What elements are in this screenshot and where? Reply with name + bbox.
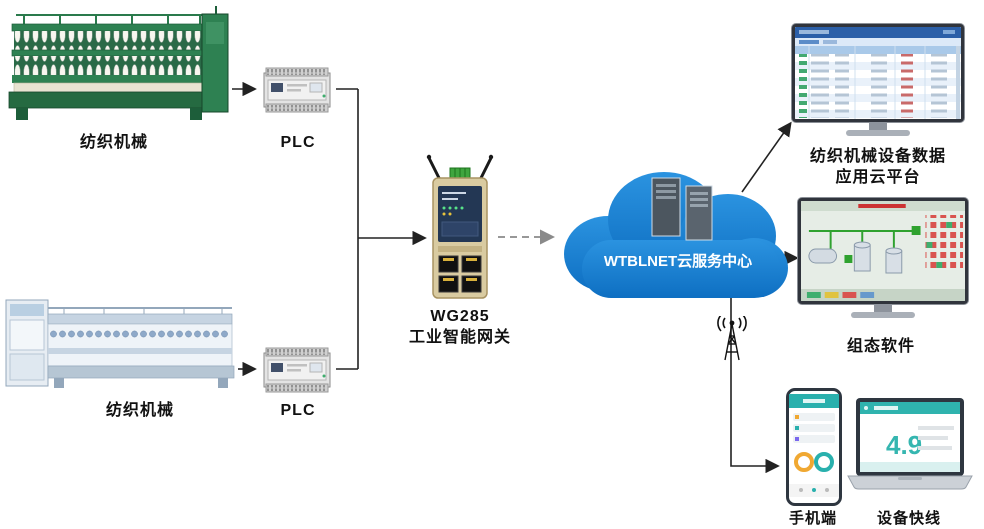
scada-horizontal-tank [808, 248, 838, 264]
cloud-service-center: WTBLNET云服务中心 [556, 148, 796, 321]
plc-bottom-label: PLC [280, 402, 316, 419]
laptop-illustration: 4.9 [847, 398, 973, 490]
scada-screen-content [801, 201, 965, 301]
machine-top-label: 纺织机械 [79, 134, 148, 151]
laptop-device: 4.9 [846, 398, 974, 495]
monitor-stand-neck [874, 304, 892, 312]
laptop-screen-number: 4.9 [886, 430, 922, 460]
machine-top-posts [63, 308, 223, 314]
wireless-antenna-icon [712, 314, 752, 367]
textile-machine-bottom-illustration [5, 299, 235, 388]
gateway-device [420, 152, 500, 309]
cloud-label: WTBLNET云服务中心 [604, 252, 752, 270]
gateway-leds [442, 206, 464, 210]
monitor-stand-base [846, 130, 910, 136]
plc-top-illustration [263, 67, 331, 113]
platform-screen-content [795, 27, 961, 119]
cloud-illustration: WTBLNET云服务中心 [564, 172, 788, 298]
laptop-text-lines [918, 426, 954, 450]
gateway-label: WG285 工业智能网关 [385, 306, 535, 348]
platform-monitor-label-line2: 应用云平台 [835, 169, 921, 186]
server-icons [651, 177, 713, 241]
gateway-illustration [426, 154, 494, 299]
platform-monitor-screen [792, 24, 964, 122]
plc-bottom [262, 346, 334, 399]
scada-monitor [798, 198, 968, 318]
phone-donut-charts [794, 452, 834, 472]
scada-vertical-tanks [853, 241, 903, 274]
platform-monitor-label: 纺织机械设备数据 应用云平台 [790, 146, 966, 188]
gateway-antennas [427, 156, 493, 182]
machine-creel-frame [16, 14, 206, 24]
plc-top-label: PLC [280, 134, 316, 151]
platform-monitor-label-line1: 纺织机械设备数据 [809, 148, 946, 165]
table-column-lines [808, 46, 926, 119]
scada-monitor-screen [798, 198, 968, 304]
textile-machine-top-illustration [8, 6, 229, 120]
laptop-base [847, 475, 973, 490]
monitor-stand-base [851, 312, 915, 318]
machine-bottom-label: 纺织机械 [105, 402, 174, 419]
cloud-platform-monitor [792, 24, 964, 136]
solid-connectors [232, 81, 799, 474]
textile-machine-bottom [4, 294, 240, 401]
phone-label: 手机端 [788, 510, 837, 527]
plc-top [262, 66, 334, 119]
phone-list-rows [793, 413, 835, 443]
antenna-illustration [717, 314, 747, 361]
scada-monitor-label: 组态软件 [846, 338, 915, 355]
scada-bottom-buttons [806, 292, 875, 298]
phone-screen-content [789, 394, 839, 497]
textile-machine-top [4, 6, 230, 133]
gateway-model-label: WG285 [430, 308, 490, 325]
plc-bottom-illustration [263, 347, 331, 393]
gateway-name-label: 工业智能网关 [408, 329, 511, 346]
laptop-label: 设备快线 [876, 510, 941, 527]
monitor-stand-neck [869, 122, 887, 130]
antenna-mast [724, 323, 740, 361]
phone-device [786, 388, 842, 506]
arrow-cloud-to-platform-monitor [741, 121, 792, 193]
